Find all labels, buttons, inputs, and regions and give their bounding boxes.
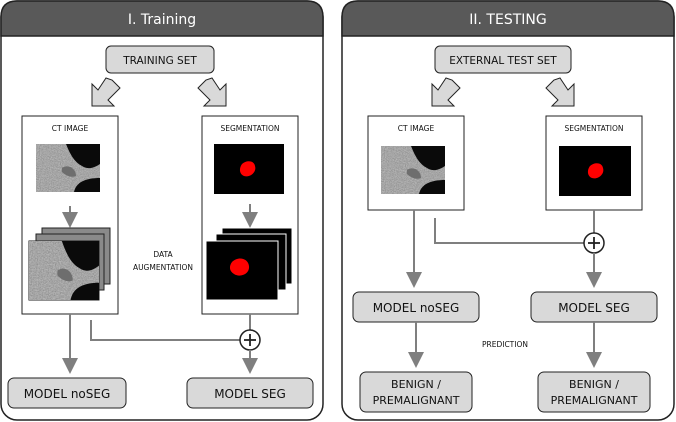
ct-augmented-stack <box>28 227 111 301</box>
model-noseg-label: MODEL noSEG <box>24 387 111 401</box>
ct-image-label: CT IMAGE <box>52 124 89 133</box>
panel-testing-title: II. TESTING <box>469 12 546 28</box>
test-split-arrow-left <box>431 77 461 107</box>
data-augmentation-label-2: AUGMENTATION <box>133 263 193 272</box>
test-ct-image-box: CT IMAGE <box>367 115 465 211</box>
merge-plus-icon <box>239 329 261 351</box>
result-box-left: BENIGN / PREMALIGNANT <box>359 371 473 413</box>
panel-testing: II. TESTING EXTERNAL TEST SET CT IMAGE S… <box>341 0 675 421</box>
segmentation-column: SEGMENTATION <box>201 115 299 315</box>
test-model-noseg-box: MODEL noSEG <box>352 291 480 323</box>
panel-training: I. Training TRAINING SET CT IMAGE <box>0 0 324 421</box>
test-model-seg-label: MODEL SEG <box>558 301 630 315</box>
segmentation-augmented-stack <box>205 227 293 301</box>
result-left-line1: BENIGN / <box>391 378 441 391</box>
test-merge-plus-icon <box>583 232 605 254</box>
test-segmentation-mask <box>587 163 604 179</box>
data-augmentation-label-1: DATA <box>153 250 173 259</box>
split-arrow-left <box>91 77 121 107</box>
test-model-noseg-label: MODEL noSEG <box>373 301 460 315</box>
training-set-box: TRAINING SET <box>105 45 215 74</box>
model-seg-label: MODEL SEG <box>214 387 286 401</box>
prediction-label: PREDICTION <box>482 340 528 349</box>
ct-image-thumb <box>36 144 100 192</box>
panel-training-title: I. Training <box>128 12 196 28</box>
result-left-line2: PREMALIGNANT <box>373 394 460 407</box>
test-ct-merge-line <box>434 218 584 244</box>
test-ct-image-thumb <box>381 146 445 194</box>
test-segmentation-label: SEGMENTATION <box>565 124 624 133</box>
test-model-seg-box: MODEL SEG <box>530 291 658 323</box>
model-noseg-box: MODEL noSEG <box>7 377 127 409</box>
test-ct-image-label: CT IMAGE <box>398 124 435 133</box>
ct-image-column: CT IMAGE <box>21 115 119 315</box>
test-segmentation-box: SEGMENTATION <box>545 115 643 211</box>
external-test-set-label: EXTERNAL TEST SET <box>449 55 557 67</box>
segmentation-mask <box>239 161 256 177</box>
external-test-set-box: EXTERNAL TEST SET <box>434 45 572 74</box>
segmentation-label: SEGMENTATION <box>221 124 280 133</box>
result-right-line2: PREMALIGNANT <box>551 394 638 407</box>
split-arrow-right <box>197 77 227 107</box>
test-split-arrow-right <box>545 77 575 107</box>
ct-merge-line <box>90 320 240 341</box>
training-set-label: TRAINING SET <box>122 55 197 67</box>
result-right-line1: BENIGN / <box>569 378 619 391</box>
model-seg-box: MODEL SEG <box>186 377 314 409</box>
result-box-right: BENIGN / PREMALIGNANT <box>537 371 651 413</box>
